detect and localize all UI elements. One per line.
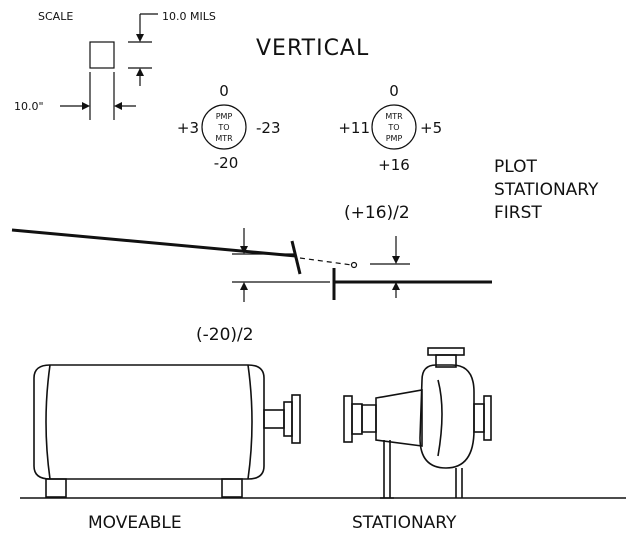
pump-shaft bbox=[361, 404, 377, 433]
dial-right-line2: TO bbox=[387, 123, 399, 132]
scale-horizontal-extension-lines bbox=[89, 72, 115, 120]
motor-end-cap-left bbox=[45, 364, 51, 480]
dial-motor-to-pump: MTR TO PMP 0 +11 +5 +16 bbox=[338, 82, 442, 174]
motor-coupling-flange bbox=[291, 394, 301, 444]
motor-body bbox=[33, 364, 265, 480]
dial-pump-to-motor: PMP TO MTR 0 +3 -23 -20 bbox=[177, 82, 281, 172]
moveable-offset-arrow-down bbox=[240, 246, 248, 254]
dial-right-line3: PMP bbox=[386, 134, 403, 143]
scale-arrow-right bbox=[82, 102, 90, 110]
motor-shaft bbox=[263, 409, 285, 429]
scale-arrow-left bbox=[114, 102, 122, 110]
dial-right-circle bbox=[371, 104, 417, 150]
dial-left-circle bbox=[201, 104, 247, 150]
offset-stationary-label: (+16)/2 bbox=[344, 203, 410, 223]
stationary-pump bbox=[343, 347, 492, 499]
scale-arrow-down bbox=[136, 34, 144, 42]
pump-coupling-hub bbox=[351, 403, 363, 435]
pump-pedestal bbox=[380, 440, 394, 499]
dial-right-bottom: +16 bbox=[378, 156, 410, 174]
note-plot-stationary-first: PLOT STATIONARY FIRST bbox=[494, 157, 599, 223]
dial-left-line1: PMP bbox=[216, 112, 233, 121]
pump-volute-curve bbox=[437, 379, 443, 457]
dial-left-left: +3 bbox=[177, 119, 199, 137]
pump-volute-casing bbox=[419, 364, 475, 469]
scale-arrow-up bbox=[136, 68, 144, 76]
motor-coupling-hub bbox=[283, 401, 293, 437]
stationary-offset-arrow-up bbox=[392, 282, 400, 290]
pump-suction-flange bbox=[483, 395, 492, 441]
scale-vertical-label: 10.0 MILS bbox=[162, 10, 216, 23]
scale-vertical-extension-lines bbox=[128, 41, 152, 69]
dial-left-line3: MTR bbox=[215, 134, 233, 143]
dial-right-top: 0 bbox=[389, 82, 399, 100]
indicator-point bbox=[350, 261, 358, 269]
scale-horizontal-label: 10.0" bbox=[14, 100, 44, 113]
stationary-offset-arrow-down bbox=[392, 256, 400, 264]
scale-key: SCALE 10.0 MILS 10.0" bbox=[14, 10, 216, 120]
dial-right-line1: MTR bbox=[385, 112, 403, 121]
dial-left-bottom: -20 bbox=[214, 154, 239, 172]
note-line1: PLOT bbox=[494, 157, 537, 177]
moveable-motor bbox=[33, 364, 301, 498]
dial-right-right: +5 bbox=[420, 119, 442, 137]
dial-left-top: 0 bbox=[219, 82, 229, 100]
pump-bearing-housing bbox=[375, 389, 423, 447]
moveable-offset-extension-lines bbox=[232, 253, 330, 283]
note-line3: FIRST bbox=[494, 203, 542, 223]
shaft-extension-dashed bbox=[299, 257, 353, 266]
label-stationary: STATIONARY bbox=[352, 513, 457, 533]
offset-moveable-label: (-20)/2 bbox=[196, 325, 254, 345]
pump-discharge-flange bbox=[427, 347, 465, 356]
motor-foot-right bbox=[221, 478, 243, 498]
pump-coupling-flange bbox=[343, 395, 353, 443]
note-line2: STATIONARY bbox=[494, 180, 599, 200]
scale-title: SCALE bbox=[38, 10, 73, 23]
label-moveable: MOVEABLE bbox=[88, 513, 182, 533]
motor-foot-left bbox=[45, 478, 67, 498]
moveable-shaft-line bbox=[11, 228, 297, 258]
dial-left-line2: TO bbox=[217, 123, 229, 132]
moveable-offset-arrow-up bbox=[240, 282, 248, 290]
heading-vertical: VERTICAL bbox=[256, 36, 369, 61]
scale-square bbox=[89, 41, 115, 69]
motor-end-cap-right bbox=[247, 364, 253, 480]
pump-foot bbox=[455, 468, 463, 498]
dial-right-left: +11 bbox=[338, 119, 370, 137]
shaft-alignment-plot bbox=[11, 228, 492, 302]
pump-suction-nozzle bbox=[473, 403, 485, 433]
moveable-coupling-face bbox=[290, 240, 302, 275]
dial-left-right: -23 bbox=[256, 119, 281, 137]
